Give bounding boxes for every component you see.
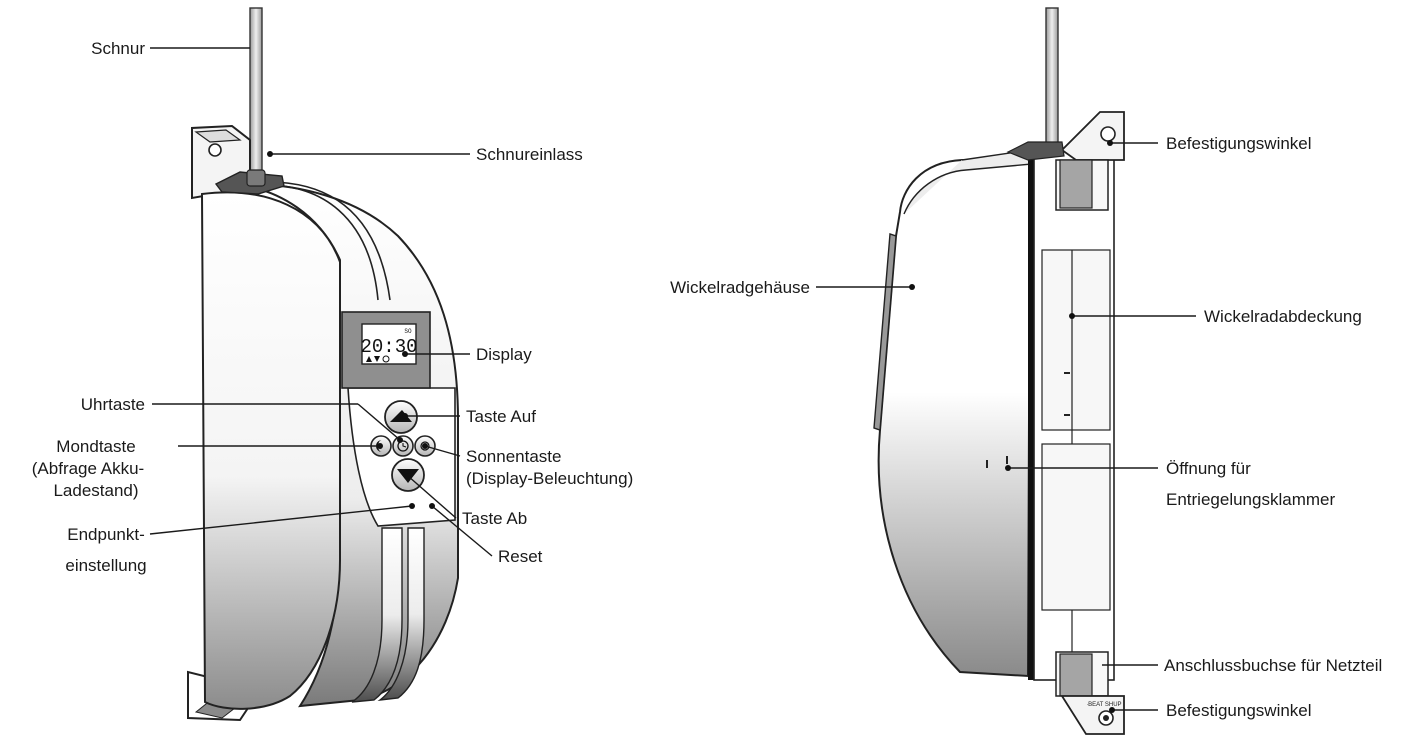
bracket-imprint: ∙BEAT SHUP [1086, 702, 1121, 708]
label-taste-ab: Taste Ab [462, 509, 527, 528]
control-panel [347, 387, 456, 527]
label-mondtaste-3: Ladestand) [53, 481, 138, 500]
label-sonnentaste-2: (Display-Beleuchtung) [466, 469, 633, 488]
label-endpunkt-2: einstellung [65, 556, 146, 575]
winding-cover [1041, 249, 1111, 431]
housing-edge [873, 233, 897, 431]
cord-right [1045, 7, 1059, 149]
cord [249, 7, 263, 187]
label-wickelradabdeckung: Wickelradabdeckung [1204, 307, 1362, 326]
lower-panel [1041, 443, 1111, 611]
bracket-hole [208, 143, 222, 157]
display-time: 20:30 [360, 336, 417, 358]
label-endpunkt-1: Endpunkt- [67, 525, 145, 544]
label-mondtaste-2: (Abfrage Akku- [32, 459, 144, 478]
leader-lines [149, 47, 1196, 713]
label-sonnentaste-1: Sonnentaste [466, 447, 561, 466]
label-wickelradgehaeuse: Wickelradgehäuse [670, 278, 810, 297]
top-bracket-hole [1100, 126, 1116, 142]
labels-left: Schnur Schnureinlass Display Uhrtaste Ta… [32, 39, 633, 575]
release-opening [986, 460, 988, 468]
left-device: 20:30 SO [187, 7, 459, 722]
label-reset: Reset [498, 547, 543, 566]
right-device: ∙BEAT SHUP [873, 7, 1125, 735]
label-uhrtaste: Uhrtaste [81, 395, 145, 414]
winding-housing [877, 158, 1032, 678]
sun-icon [420, 441, 430, 451]
label-mondtaste-1: Mondtaste [56, 437, 135, 456]
band-channel [351, 527, 403, 703]
up-arrow-icon [390, 410, 412, 422]
moon-icon [376, 440, 382, 452]
label-schnureinlass: Schnureinlass [476, 145, 583, 164]
display-indicator: SO [404, 328, 412, 335]
label-display: Display [476, 345, 532, 364]
label-taste-auf: Taste Auf [466, 407, 536, 426]
label-befestigungswinkel-oben: Befestigungswinkel [1166, 134, 1312, 153]
display-clock-icon [382, 355, 390, 363]
labels-right: Befestigungswinkel Wickelradgehäuse Wick… [670, 134, 1382, 720]
housing-front [200, 191, 341, 710]
top-mounting-bracket [1060, 111, 1125, 161]
clock-icon [397, 440, 409, 452]
label-oeffnung-2: Entriegelungsklammer [1166, 490, 1335, 509]
label-befestigungswinkel-unten: Befestigungswinkel [1166, 701, 1312, 720]
label-anschlussbuchse: Anschlussbuchse für Netzteil [1164, 656, 1382, 675]
label-oeffnung-1: Öffnung für [1166, 459, 1251, 478]
display-arrows-icon [366, 356, 380, 362]
label-schnur: Schnur [91, 39, 145, 58]
